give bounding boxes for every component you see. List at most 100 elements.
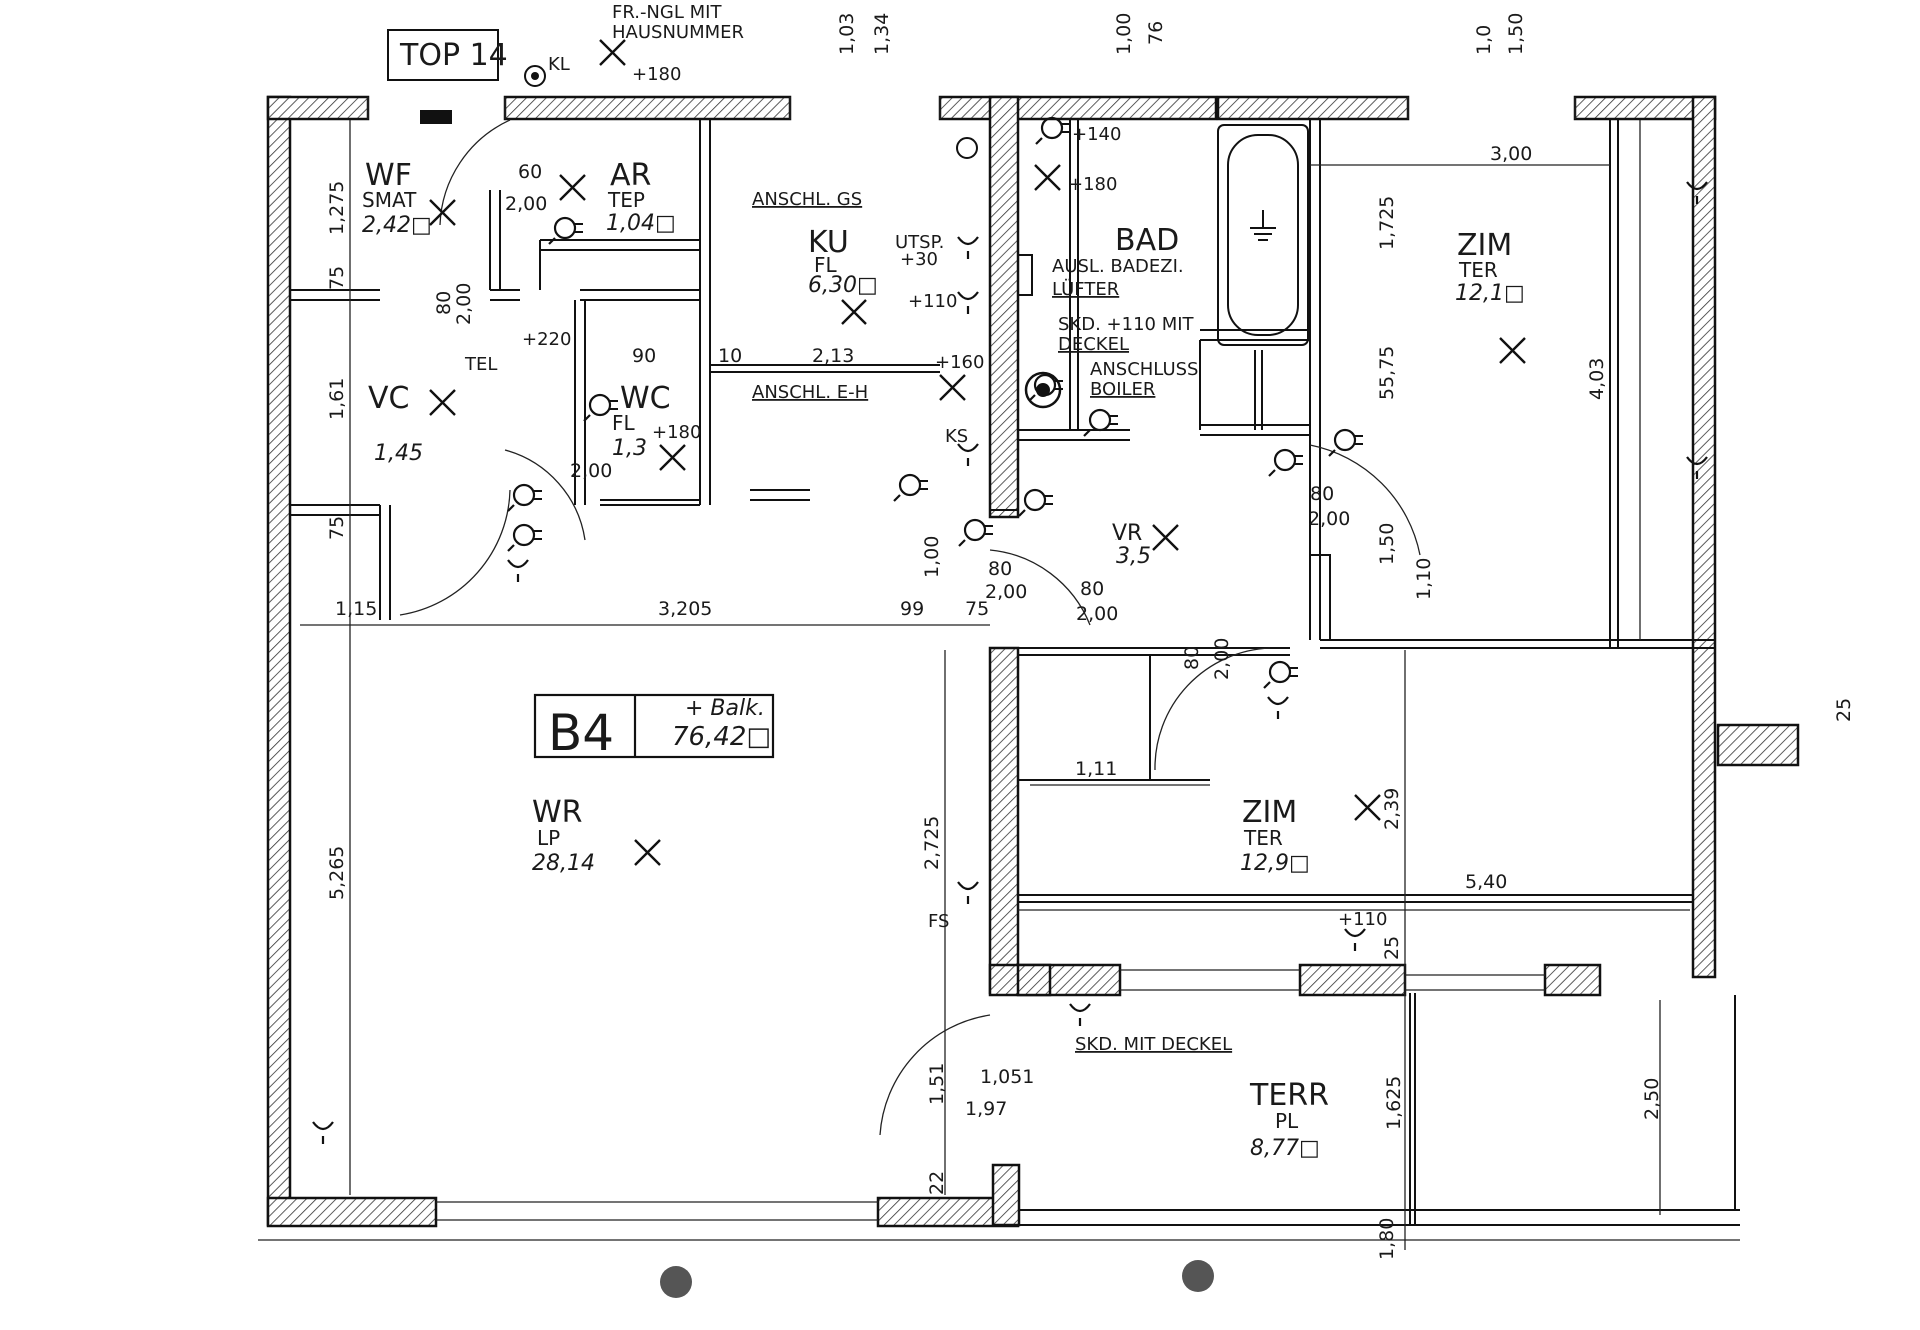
- note-utsp-height: +30: [900, 249, 938, 270]
- doors: [399, 119, 1421, 1136]
- dim-180: 1,80: [1376, 1218, 1398, 1260]
- room-wr-floor: LP: [537, 826, 560, 850]
- dim-22: 22: [926, 1171, 948, 1195]
- dim-239: 2,39: [1381, 788, 1403, 830]
- dim-300: 3,00: [1490, 143, 1532, 165]
- dim-90: 90: [632, 345, 656, 367]
- room-wc2-area: 1,3: [612, 436, 647, 461]
- dim-1275: 1,275: [326, 181, 348, 235]
- note-skd-line2: DECKEL: [1058, 334, 1129, 355]
- room-ar-area: 1,04□: [606, 211, 676, 236]
- bathtub: [1217, 124, 1309, 346]
- dim-1725: 1,725: [1376, 196, 1398, 250]
- room-ku-area: 6,30□: [808, 273, 878, 298]
- room-vr-name: VR: [1112, 521, 1142, 546]
- hole-punch: [660, 1266, 692, 1298]
- dim-top-150: 1,50: [1505, 13, 1527, 55]
- room-terr-floor: PL: [1275, 1109, 1299, 1133]
- note-utsp: UTSP.: [895, 232, 944, 253]
- balcony-note: + Balk.: [685, 696, 765, 721]
- room-terr-name: TERR: [1249, 1078, 1329, 1113]
- note-skd-line1: SKD. +110 MIT: [1058, 314, 1195, 335]
- note-skd-deckel: SKD. MIT DECKEL: [1075, 1034, 1232, 1055]
- entry-note-line2: HAUSNUMMER: [612, 22, 744, 43]
- dim-99: 99: [900, 598, 924, 620]
- dim-250: 2,50: [1641, 1078, 1663, 1120]
- room-zim1-name: ZIM: [1457, 228, 1512, 263]
- top-label: TOP 14: [399, 38, 508, 73]
- inner-walls: [988, 95, 1800, 997]
- apartment-code-box: [533, 693, 775, 759]
- dim-top-103: 1,03: [836, 13, 858, 55]
- dim-5265: 5,265: [326, 846, 348, 900]
- partition-lines: [290, 120, 1740, 1226]
- room-vr-floor: TEP: [1115, 539, 1117, 541]
- dimension-labels: 1,275 75 1,61 75 1,15 3,205 99 75 5,265 …: [326, 13, 1855, 1260]
- dim-1625: 1,625: [1383, 1076, 1405, 1130]
- light-height-label: +180: [632, 64, 681, 85]
- apartment-code: B4: [548, 704, 614, 762]
- dim-75b: 75: [326, 516, 348, 540]
- dim-1051: 1,051: [980, 1066, 1034, 1088]
- dim-80b: 80: [988, 558, 1012, 580]
- note-h110: +110: [908, 291, 957, 312]
- installation-notes: ANSCHL. GS ANSCHL. E-H UTSP. +30 +110 +1…: [464, 124, 1387, 1055]
- top-label-box: [387, 29, 499, 81]
- dim-200d: 2,00: [985, 581, 1027, 603]
- note-h220: +220: [522, 329, 571, 350]
- dim-2725: 2,725: [921, 816, 943, 870]
- note-boiler-line1: ANSCHLUSS: [1090, 359, 1198, 380]
- dim-403: 4,03: [1586, 358, 1608, 400]
- dim-200b: 2,00: [505, 193, 547, 215]
- kl-label: KL: [548, 54, 570, 75]
- dim-100: 1,00: [921, 536, 943, 578]
- dim-top-10: 1,0: [1473, 25, 1495, 55]
- room-wc2-name: WC: [620, 381, 671, 416]
- dim-top-76: 76: [1145, 21, 1167, 45]
- dim-110: 1,10: [1413, 558, 1435, 600]
- note-anschl-gs: ANSCHL. GS: [752, 189, 862, 210]
- dim-75c: 75: [965, 598, 989, 620]
- dim-200g: 2,00: [1076, 603, 1118, 625]
- dim-200a: 2,00: [453, 283, 475, 325]
- dim-80c: 80: [1181, 646, 1203, 670]
- dim-115: 1,15: [335, 598, 377, 620]
- room-zim1-floor: TER: [1458, 258, 1498, 282]
- room-wr-name: WR: [532, 795, 583, 830]
- room-ar-name: AR: [610, 158, 651, 193]
- room-labels: WF SMAT 2,42□ AR TEP 1,04□ KU FL 6,30□ B…: [362, 158, 1525, 1161]
- dim-top-100: 1,00: [1113, 13, 1135, 55]
- dim-111: 1,11: [1075, 758, 1117, 780]
- note-anschl-eh: ANSCHL. E-H: [752, 382, 868, 403]
- room-wc2-floor: FL: [612, 411, 636, 435]
- dim-80e: 80: [1080, 578, 1104, 600]
- dim-3205: 3,205: [658, 598, 712, 620]
- note-h180c: +180: [1068, 174, 1117, 195]
- note-boiler-line2: BOILER: [1090, 379, 1155, 400]
- dim-200c: 2,00: [570, 460, 612, 482]
- note-ks: KS: [945, 426, 968, 447]
- note-tel: TEL: [464, 354, 497, 375]
- room-wf-name: WF: [365, 158, 412, 193]
- dim-197: 1,97: [965, 1098, 1007, 1120]
- room-vr-area: 3,5: [1116, 544, 1151, 569]
- room-wf-area: 2,42□: [362, 213, 432, 238]
- room-zim2-area: 12,9□: [1240, 851, 1310, 876]
- windows: [367, 97, 1576, 1221]
- hole-punch: [1182, 1260, 1214, 1292]
- outlets: [311, 65, 1709, 1146]
- room-wf-floor: SMAT: [362, 188, 417, 212]
- room-bad-name: BAD: [1115, 223, 1179, 258]
- room-ku-name: KU: [808, 225, 849, 260]
- dim-200e: 2,00: [1211, 638, 1233, 680]
- dim-200f: 2,00: [1308, 508, 1350, 530]
- dim-80d: 80: [1310, 483, 1334, 505]
- dim-60: 60: [518, 161, 542, 183]
- note-h140: +140: [1072, 124, 1121, 145]
- note-ausl-line2: LÜFTER: [1052, 278, 1119, 300]
- room-ar-floor: TEP: [607, 188, 645, 212]
- dim-150: 1,50: [1376, 523, 1398, 565]
- dim-161: 1,61: [326, 378, 348, 420]
- note-h180b: +180: [652, 422, 701, 443]
- room-zim1-area: 12,1□: [1455, 281, 1525, 306]
